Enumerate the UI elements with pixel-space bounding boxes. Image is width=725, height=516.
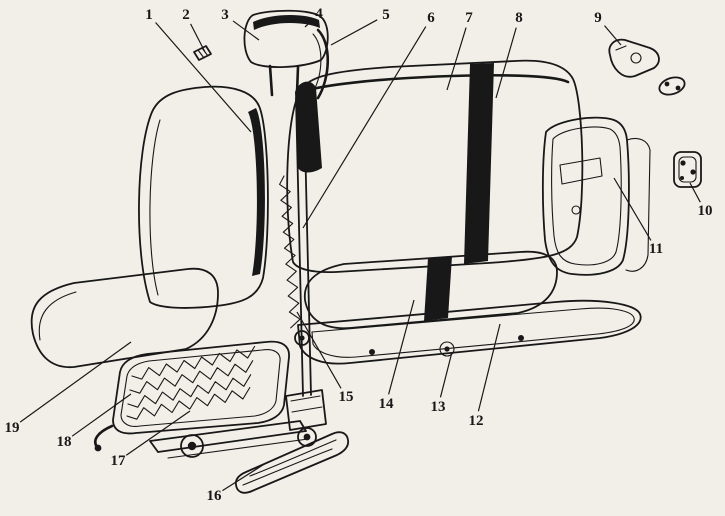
headrest-guide-strap: [316, 28, 330, 100]
callout-11-leader: [613, 177, 652, 241]
side-trim-panel: [541, 116, 651, 276]
recliner-mechanism: [279, 96, 327, 447]
callout-3-label: 3: [221, 7, 229, 23]
callout-7-leader: [446, 27, 467, 91]
callout-10-label: 10: [698, 203, 713, 219]
zigzag-springs: [126, 345, 256, 420]
rear-seat-base-frame: [297, 299, 642, 365]
callout-14-label: 14: [379, 396, 395, 412]
callout-6-leader: [302, 26, 427, 229]
spring-row-2: [129, 360, 254, 394]
callout-18-label: 18: [57, 434, 72, 450]
seat-belt-strap: [295, 81, 322, 173]
callout-13-leader: [439, 351, 453, 398]
rear-seat-backrest: [286, 59, 584, 274]
callout-6-label: 6: [427, 10, 435, 26]
callout-19-leader: [19, 341, 132, 423]
callout-1-leader: [155, 22, 252, 133]
callout-11-label: 11: [649, 241, 663, 257]
spring-row-3: [127, 374, 252, 408]
rear-backrest-dark-band: [464, 63, 494, 264]
callout-4-leader: [304, 20, 313, 28]
front-backrest-bolster: [248, 108, 265, 276]
spring-row-1: [131, 345, 256, 380]
headrest-posts: [268, 64, 300, 97]
callout-16-leader: [222, 462, 267, 492]
rear-seat-cushion: [303, 250, 558, 330]
callout-5-leader: [330, 19, 378, 46]
callout-9-leader: [604, 25, 622, 46]
callout-9-label: 9: [594, 10, 602, 26]
callout-19-label: 19: [5, 420, 20, 436]
adjuster-lever: [93, 424, 114, 449]
headrest: [243, 9, 330, 100]
callout-7-label: 7: [465, 10, 473, 26]
callout-18-leader: [71, 393, 132, 437]
sill-strip: [234, 431, 350, 494]
callout-12-leader: [477, 323, 501, 412]
seat-track-rollers: [149, 420, 309, 459]
callout-8-label: 8: [515, 10, 523, 26]
floor-mount-bolt: [439, 341, 455, 357]
callout-3-leader: [232, 20, 260, 41]
front-seat-backrest: [138, 85, 269, 309]
callout-1-label: 1: [145, 7, 153, 23]
callout-8-leader: [495, 27, 517, 99]
callout-12-label: 12: [469, 413, 484, 429]
callout-16-label: 16: [207, 488, 223, 504]
rear-cushion-dark-band: [424, 256, 452, 321]
callout-10-leader: [689, 182, 701, 203]
spring-row-4: [126, 386, 251, 420]
latch-hardware: [608, 38, 686, 96]
callout-5-label: 5: [382, 7, 390, 23]
callout-14-leader: [388, 299, 415, 395]
callout-17-label: 17: [111, 453, 127, 469]
serrated-adjuster-strip: [279, 175, 301, 329]
callout-4-label: 4: [315, 6, 323, 22]
mounting-bracket: [673, 151, 702, 188]
callout-15-label: 15: [339, 389, 354, 405]
seat-frame-springs: [93, 340, 290, 452]
callout-2-leader: [190, 23, 206, 53]
front-seat-cushion: [30, 267, 219, 368]
callout-13-label: 13: [431, 399, 446, 415]
callout-2-label: 2: [182, 7, 190, 23]
callout-17-leader: [125, 410, 191, 456]
callout-15-leader: [296, 311, 342, 389]
track-roller: [180, 434, 204, 458]
headrest-top-band: [253, 14, 320, 30]
